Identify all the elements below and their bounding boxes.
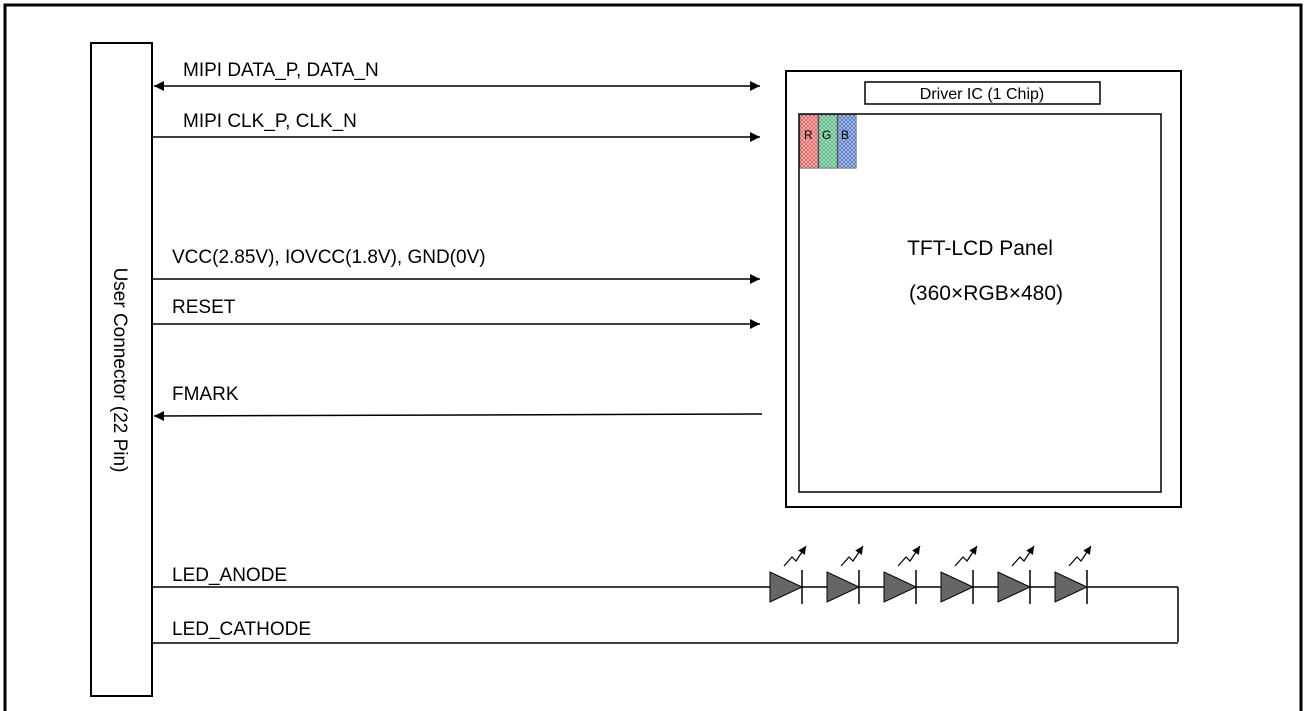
subpixel-r-label: R xyxy=(804,128,813,142)
light-emission-icon xyxy=(897,545,921,567)
power-label: VCC(2.85V), IOVCC(1.8V), GND(0V) xyxy=(172,247,486,268)
user-connector-label: User Connector (22 Pin) xyxy=(109,268,130,473)
subpixel-b-label: B xyxy=(841,128,849,142)
led-triangle xyxy=(826,571,861,603)
driver-ic-label: Driver IC (1 Chip) xyxy=(920,86,1044,103)
driver-ic-box xyxy=(864,81,1101,105)
mipi-clk-label: MIPI CLK_P, CLK_N xyxy=(183,111,357,132)
led-diode-icon xyxy=(940,545,978,604)
backlight-led-chain xyxy=(769,545,1092,604)
subpixel-g-hatch xyxy=(819,115,837,168)
led-diode-icon xyxy=(826,545,864,604)
led-cathode-label: LED_CATHODE xyxy=(172,619,311,640)
fmark-arrow xyxy=(153,410,763,421)
tft-lcd-panel xyxy=(798,113,1162,493)
led-triangle xyxy=(883,571,918,603)
led-diode-icon xyxy=(769,545,807,604)
light-emission-icon xyxy=(1068,545,1092,567)
subpixel-r-hatch xyxy=(800,115,818,168)
light-emission-icon xyxy=(783,545,807,567)
panel-title: TFT-LCD Panel xyxy=(907,237,1053,260)
led-diode-icon xyxy=(1054,545,1092,604)
user-connector-box xyxy=(90,42,153,697)
outer-frame xyxy=(3,3,1303,711)
light-emission-icon xyxy=(1011,545,1035,567)
fmark-label: FMARK xyxy=(172,384,239,405)
led-triangle xyxy=(940,571,975,603)
panel-resolution: (360×RGB×480) xyxy=(909,282,1063,305)
subpixel-b-hatch xyxy=(838,115,856,168)
mipi-data-label: MIPI DATA_P, DATA_N xyxy=(183,60,379,81)
rgb-subpixel-group: R G B xyxy=(799,114,857,169)
led-triangle xyxy=(769,571,804,603)
reset-label: RESET xyxy=(172,297,236,318)
led-diode-icon xyxy=(883,545,921,604)
subpixel-g-label: G xyxy=(822,128,831,142)
led-anode-label: LED_ANODE xyxy=(172,565,287,586)
led-diode-icon xyxy=(997,545,1035,604)
led-triangle xyxy=(1054,571,1089,603)
led-triangle xyxy=(997,571,1032,603)
light-emission-icon xyxy=(954,545,978,567)
light-emission-icon xyxy=(840,545,864,567)
